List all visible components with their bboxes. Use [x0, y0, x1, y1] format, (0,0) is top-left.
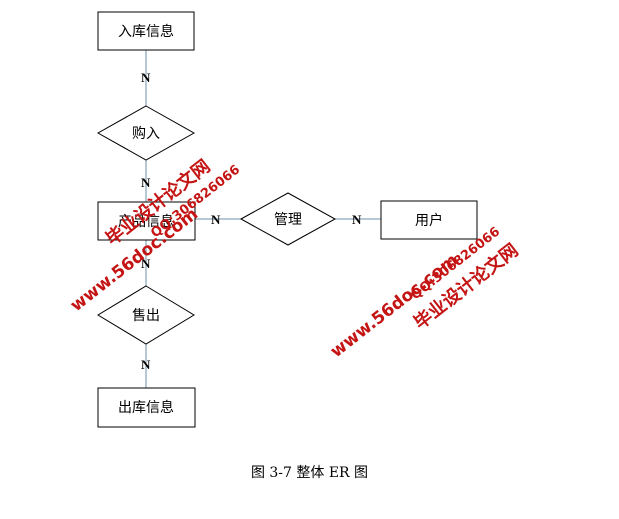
relationship-manage: 管理 [239, 192, 337, 246]
entity-outbound-info: 出库信息 [97, 387, 196, 428]
relationship-sell: 售出 [97, 285, 195, 345]
entity-user-label: 用户 [415, 212, 443, 229]
relationship-sell-label: 售出 [132, 308, 160, 324]
entity-product-label: 产品信息 [118, 213, 174, 230]
figure-caption: 图 3-7 整体 ER 图 [250, 465, 369, 481]
cardinality-product-manage: N [211, 212, 221, 227]
entity-product-info: 产品信息 [97, 201, 196, 241]
cardinality-product-sell: N [141, 256, 151, 271]
relationship-buy-label: 购入 [132, 126, 160, 142]
relationship-buy: 购入 [96, 105, 196, 161]
cardinality-inbound-buy: N [141, 70, 151, 85]
entity-inbound-info: 入库信息 [97, 11, 195, 51]
entity-user: 用户 [380, 200, 478, 240]
cardinality-manage-user: N [352, 212, 362, 227]
cardinality-buy-product: N [141, 175, 151, 190]
entity-outbound-label: 出库信息 [118, 399, 174, 416]
entity-inbound-label: 入库信息 [118, 23, 174, 40]
relationship-manage-label: 管理 [274, 212, 302, 228]
cardinality-sell-outbound: N [141, 357, 151, 372]
